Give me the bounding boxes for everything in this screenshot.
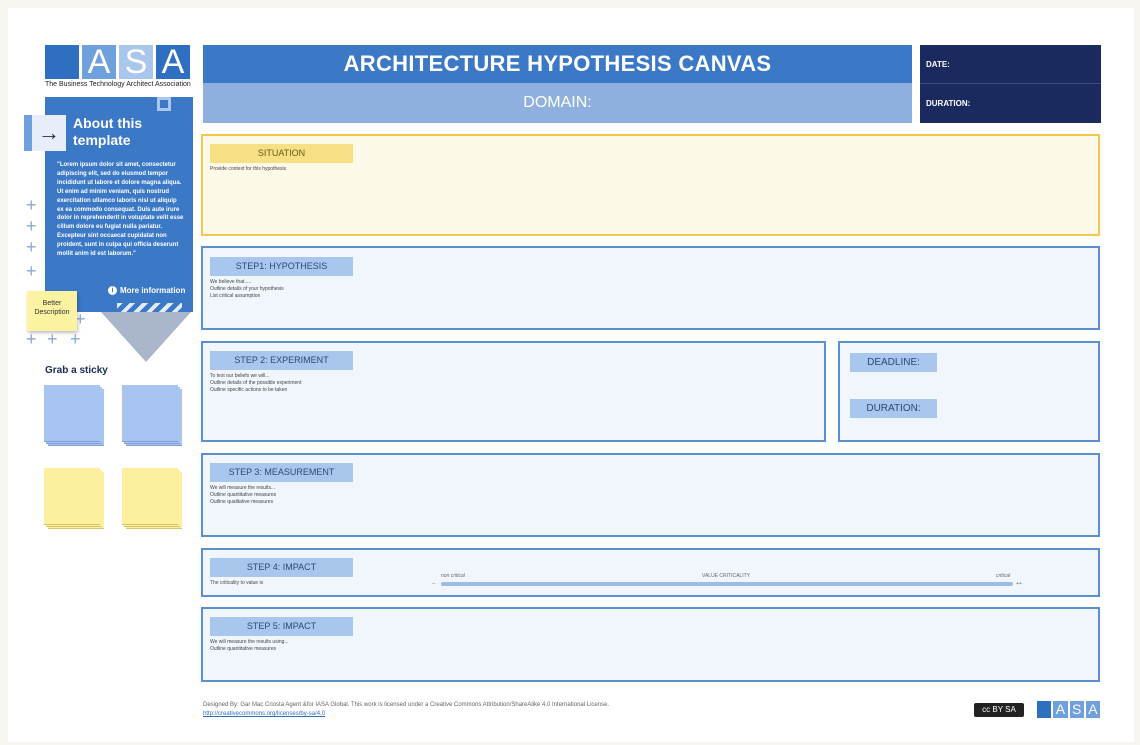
- about-panel: [45, 97, 193, 312]
- logo-letter: I: [45, 45, 79, 79]
- duration-label: DURATION:: [850, 399, 937, 418]
- minus-marker: --: [432, 581, 436, 587]
- hint-line: List critical assumption: [210, 293, 261, 299]
- impact2-label: STEP 5: IMPACT: [210, 617, 353, 636]
- hint-line: Outline quantitative measures: [210, 646, 277, 652]
- yellow-sticky-stack[interactable]: [122, 468, 182, 530]
- impact-label: STEP 4: IMPACT: [210, 558, 353, 577]
- domain-field[interactable]: DOMAIN:: [203, 83, 912, 123]
- hypothesis-label: STEP1: HYPOTHESIS: [210, 257, 353, 276]
- about-description: "Lorem ipsum dolor sit amet, consectetur…: [57, 162, 184, 258]
- iasa-logo: I A S A: [45, 45, 190, 79]
- plus-marker: ++: [1016, 581, 1022, 587]
- plus-icon: +: [26, 261, 37, 281]
- logo-tagline: The Business Technology Architect Associ…: [45, 81, 191, 88]
- yellow-sticky-stack[interactable]: [44, 468, 104, 530]
- situation-label: SITUATION: [210, 144, 353, 163]
- logo-letter: A: [1085, 701, 1100, 718]
- hint-line: Outline quantitative measures: [210, 492, 277, 498]
- hint-line: To test our beliefs we will...: [210, 373, 270, 379]
- date-field[interactable]: DATE:: [926, 60, 950, 69]
- about-title: About this template: [73, 115, 143, 148]
- experiment-label: STEP 2: EXPERIMENT: [210, 351, 353, 370]
- canvas-title: ARCHITECTURE HYPOTHESIS CANVAS: [203, 45, 912, 83]
- decor-square: [157, 97, 171, 111]
- blue-sticky-stack[interactable]: [44, 385, 104, 447]
- scale-mid-label: VALUE CRITICALITY: [702, 573, 750, 579]
- logo-letter: A: [82, 45, 116, 79]
- criticality-slider[interactable]: [441, 582, 1013, 586]
- hint-line: The criticality to value is: [210, 580, 264, 586]
- scale-right-label: critical: [996, 573, 1011, 579]
- plus-icon: +: [47, 329, 58, 349]
- decor-triangle: [101, 312, 191, 362]
- logo-letter: A: [1053, 701, 1068, 718]
- measurement-label: STEP 3: MEASUREMENT: [210, 463, 353, 482]
- hint-line: Outline details of your hypothesis: [210, 286, 284, 292]
- scale-left-label: non critical: [441, 573, 465, 579]
- logo-letter: S: [119, 45, 153, 79]
- hint-line: Outline qualitative measures: [210, 499, 274, 505]
- hint-line: We will measure the results...: [210, 485, 276, 491]
- date-duration-box: DATE: DURATION:: [920, 45, 1101, 123]
- logo-letter: S: [1069, 701, 1084, 718]
- footer-credit: Designed By: Gar Mac Criosta Agent &for …: [203, 702, 610, 708]
- plus-icon: +: [75, 309, 86, 329]
- logo-letter: I: [1037, 701, 1052, 718]
- hint-line: Outline details of the possible experime…: [210, 380, 302, 386]
- arrow-right-icon[interactable]: →: [24, 115, 66, 151]
- logo-letter: A: [156, 45, 190, 79]
- hint-line: Outline specific actions to be taken: [210, 387, 288, 393]
- more-information-label: More information: [120, 286, 186, 295]
- sticky-note[interactable]: Better Description: [27, 291, 77, 331]
- duration-field[interactable]: DURATION:: [926, 99, 971, 108]
- plus-icon: +: [26, 237, 37, 257]
- blue-sticky-stack[interactable]: [122, 385, 182, 447]
- situation-hint: Provide context for this hypothesis: [210, 166, 287, 172]
- grab-sticky-title: Grab a sticky: [45, 365, 108, 376]
- deadline-label: DEADLINE:: [850, 353, 937, 372]
- hint-line: We will measure the results using...: [210, 639, 289, 645]
- license-link[interactable]: http://creativecommons.org/licenses/by-s…: [203, 711, 326, 717]
- plus-icon: +: [26, 329, 37, 349]
- plus-icon: +: [26, 195, 37, 215]
- divider: [920, 83, 1101, 84]
- more-information-link[interactable]: i More information: [108, 286, 185, 295]
- cc-license-badge: cc BY SA: [974, 703, 1024, 717]
- iasa-logo-small: I A S A: [1037, 701, 1100, 718]
- info-icon: i: [108, 286, 117, 295]
- plus-icon: +: [70, 329, 81, 349]
- hint-line: We believe that.....: [210, 279, 252, 285]
- plus-icon: +: [26, 216, 37, 236]
